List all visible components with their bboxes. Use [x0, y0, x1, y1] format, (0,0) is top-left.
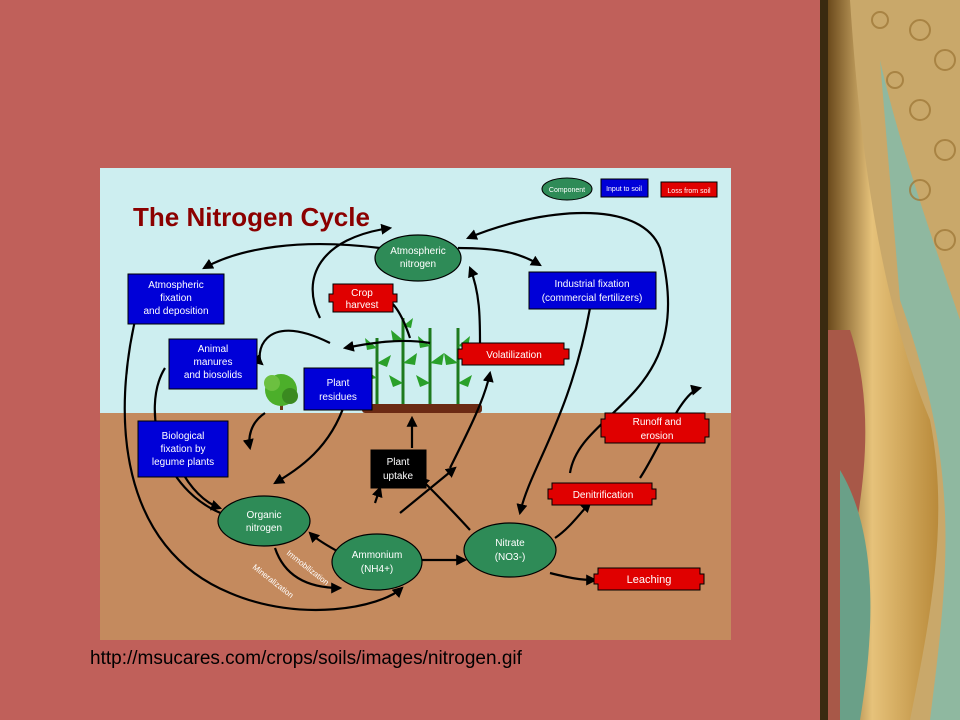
label-line: Crop: [351, 288, 373, 299]
loss-leaching: Leaching: [593, 567, 705, 591]
legend-loss-label: Loss from soil: [667, 188, 711, 195]
label-line: Atmospheric: [148, 280, 204, 291]
label-line: legume plants: [152, 457, 214, 468]
label-line: harvest: [346, 300, 379, 311]
label-line: nitrogen: [400, 259, 436, 270]
input-biological-fixation: Biological fixation by legume plants: [137, 420, 229, 478]
label-line: Biological: [162, 431, 205, 442]
legend-component-label: Component: [549, 187, 585, 194]
process-plant-uptake: Plant uptake: [370, 449, 427, 489]
legume-tree-icon: [264, 374, 298, 410]
label-line: Runoff and: [633, 417, 682, 428]
label-line: Leaching: [627, 574, 672, 586]
label-line: Animal: [198, 344, 229, 355]
component-atmospheric-nitrogen: Atmospheric nitrogen: [374, 234, 462, 282]
label-line: fixation: [160, 293, 192, 304]
label-line: Plant: [387, 457, 410, 468]
legend-loss-swatch: [660, 181, 718, 198]
label-line: nitrogen: [246, 523, 282, 534]
input-plant-residues: Plant residues: [303, 367, 373, 411]
component-ammonium: Ammonium (NH4+): [331, 533, 423, 591]
loss-denitrification: Denitrification: [547, 482, 657, 506]
label-line: (NO3-): [495, 552, 526, 563]
label-line: (NH4+): [361, 564, 394, 575]
label-line: residues: [319, 392, 357, 403]
label-line: uptake: [383, 471, 413, 482]
input-atmospheric-fixation: Atmospheric fixation and deposition: [127, 273, 225, 325]
label-line: manures: [194, 357, 233, 368]
label-line: Nitrate: [495, 538, 525, 549]
label-line: and biosolids: [184, 370, 242, 381]
nitrogen-cycle-diagram: The Nitrogen Cycle Component Input to so…: [100, 168, 731, 640]
component-organic-nitrogen: Organic nitrogen: [217, 495, 311, 547]
label-line: Industrial fixation: [554, 279, 629, 290]
legend-input-label: Input to soil: [606, 186, 642, 193]
label-line: (commercial fertilizers): [542, 293, 643, 304]
diagram-title: The Nitrogen Cycle: [133, 202, 370, 232]
input-industrial-fixation: Industrial fixation (commercial fertiliz…: [528, 271, 657, 310]
label-line: fixation by: [160, 444, 205, 455]
decorative-side-border: [820, 0, 960, 720]
loss-volatilization: Volatilization: [457, 342, 570, 366]
label-line: Denitrification: [573, 490, 634, 501]
crop-plants-icon: [362, 318, 482, 413]
label-line: and deposition: [143, 306, 208, 317]
loss-runoff: Runoff and erosion: [600, 412, 710, 444]
loss-crop-harvest: Crop harvest: [328, 283, 398, 313]
legend: Component Input to soil Loss from soil: [541, 177, 718, 201]
label-line: Plant: [327, 378, 350, 389]
label-line: Atmospheric: [390, 246, 446, 257]
component-nitrate: Nitrate (NO3-): [463, 522, 557, 578]
legend-input-swatch: [600, 178, 649, 198]
legend-component-swatch: [541, 177, 593, 201]
label-line: Organic: [246, 510, 281, 521]
input-animal-manures: Animal manures and biosolids: [168, 338, 258, 390]
label-line: erosion: [641, 431, 674, 442]
label-line: Volatilization: [486, 350, 542, 361]
url-caption: http://msucares.com/crops/soils/images/n…: [90, 648, 522, 669]
label-line: Ammonium: [352, 550, 403, 561]
